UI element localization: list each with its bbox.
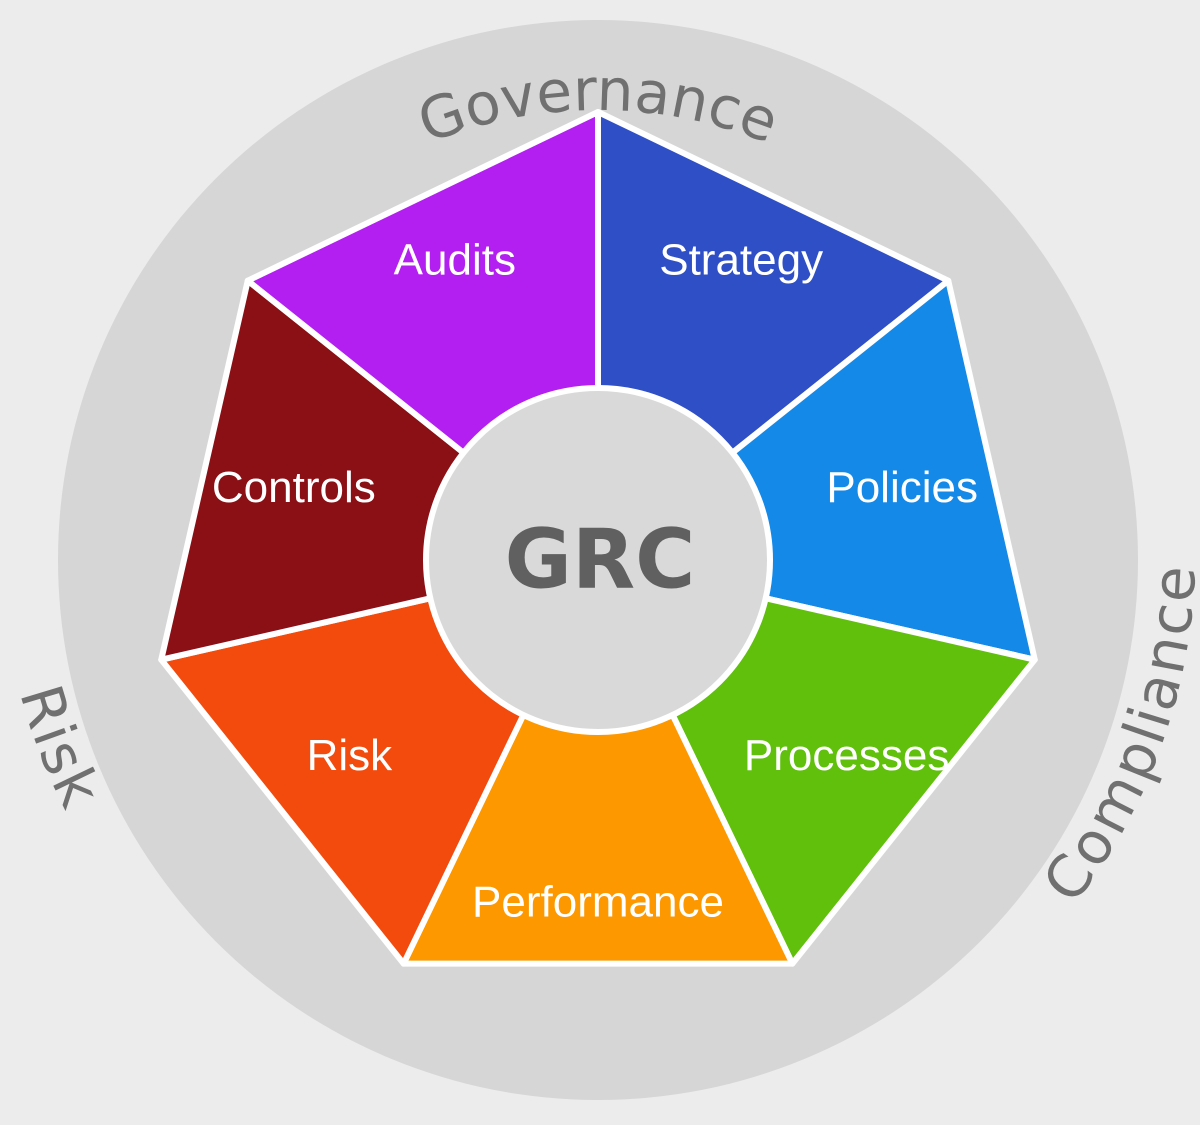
segment-label-strategy: Strategy: [659, 235, 823, 284]
segment-label-audits: Audits: [394, 235, 516, 284]
center-label: GRC: [505, 512, 696, 607]
segment-label-controls: Controls: [212, 463, 376, 512]
segment-label-processes: Processes: [744, 731, 949, 780]
segment-label-policies: Policies: [826, 463, 978, 512]
center-circle: [423, 385, 773, 735]
segment-label-risk: Risk: [307, 731, 394, 780]
segment-label-performance: Performance: [472, 878, 724, 927]
